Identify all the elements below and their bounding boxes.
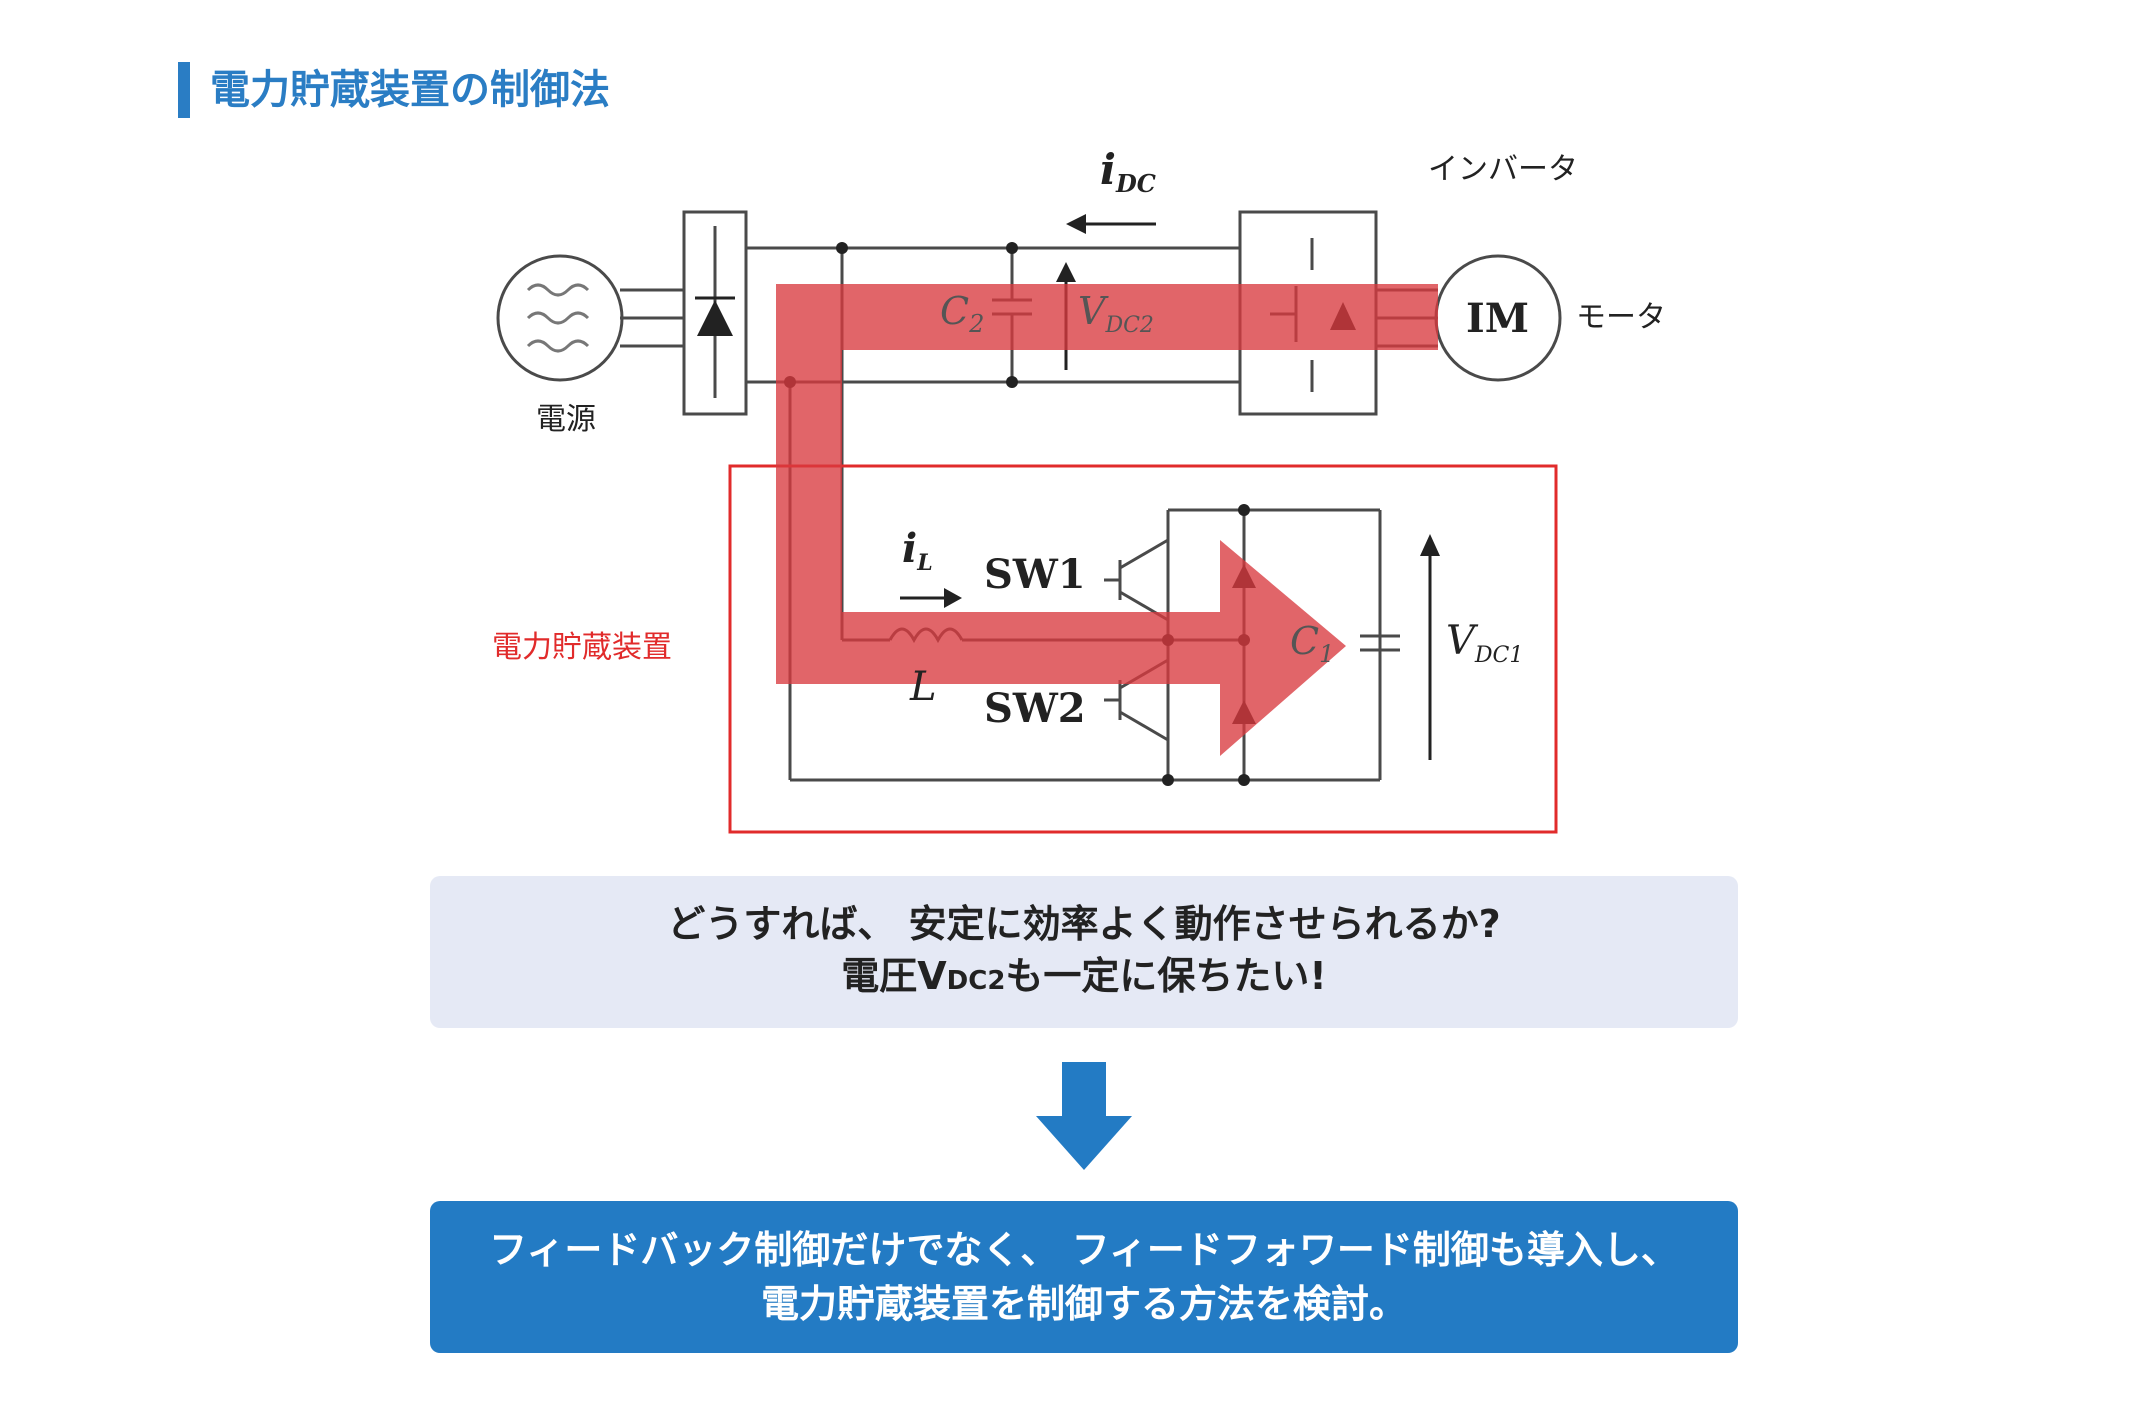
label-inductor: L — [909, 664, 937, 710]
answer-line-1: フィードバック制御だけでなく、 フィードフォワード制御も導入し、 — [489, 1228, 1679, 1272]
storage-device-frame — [728, 464, 1558, 834]
label-power-source: 電源 — [536, 402, 596, 437]
question-box: どうすれば、 安定に効率よく動作させられるか? 電圧VDC2も一定に保ちたい! — [430, 876, 1738, 1028]
heading-accent-bar — [178, 62, 190, 118]
rectifier-block — [682, 210, 748, 416]
down-arrow-icon — [1036, 1062, 1132, 1170]
answer-box: フィードバック制御だけでなく、 フィードフォワード制御も導入し、 電力貯蔵装置を… — [430, 1201, 1738, 1353]
label-i-dc: iDC — [1100, 145, 1156, 198]
label-v-dc2: VDC2 — [1078, 289, 1154, 338]
circuit-diagram: iDC C2 VDC2 IM iL SW1 SW2 L C1 VDC1 — [496, 145, 1562, 834]
label-storage-device: 電力貯蔵装置 — [492, 630, 672, 665]
label-c1: C1 — [1290, 619, 1334, 668]
label-i-l: iL — [902, 525, 933, 576]
label-motor: モータ — [1576, 300, 1666, 335]
power-flow-highlight — [776, 284, 1438, 756]
power-source-symbol — [496, 254, 624, 382]
label-v-dc1: VDC1 — [1446, 618, 1523, 668]
page-title: 電力貯蔵装置の制御法 — [210, 67, 610, 113]
label-sw2: SW2 — [984, 685, 1086, 732]
label-sw1: SW1 — [984, 551, 1086, 598]
motor-im-label: IM — [1466, 295, 1529, 342]
question-line-2: 電圧VDC2も一定に保ちたい! — [841, 953, 1327, 998]
answer-line-2: 電力貯蔵装置を制御する方法を検討。 — [760, 1282, 1407, 1326]
question-line-1: どうすれば、 安定に効率よく動作させられるか? — [667, 901, 1501, 946]
label-inverter: インバータ — [1428, 152, 1578, 187]
label-c2: C2 — [940, 289, 984, 338]
